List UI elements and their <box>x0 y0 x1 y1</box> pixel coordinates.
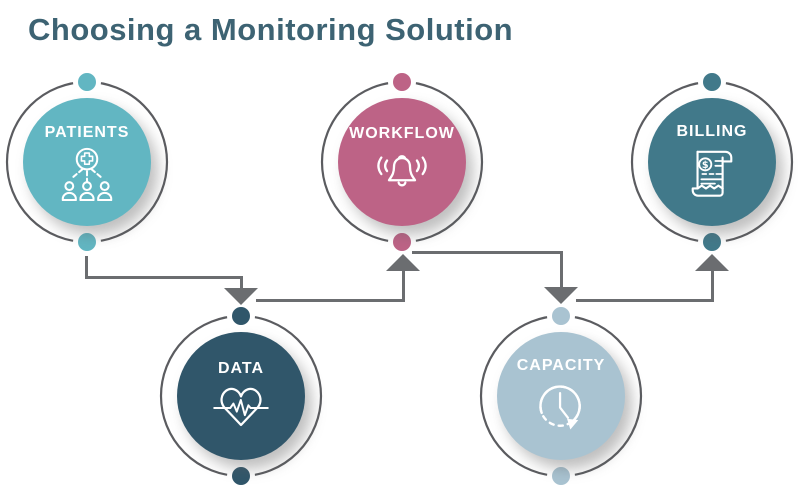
node-dot-top <box>73 68 101 96</box>
node-capacity: CAPACITY <box>479 302 643 490</box>
workflow-bubble: WORKFLOW <box>338 98 466 226</box>
node-dot-bottom <box>698 228 726 256</box>
node-dot-bottom <box>547 462 575 490</box>
patients-bubble: PATIENTS <box>23 98 151 226</box>
connector-data-workflow-horizontal <box>256 299 405 302</box>
invoice-receipt-icon: $ <box>691 150 733 197</box>
node-dot-top <box>698 68 726 96</box>
node-data: DATA <box>159 302 323 490</box>
arrowhead-into-capacity <box>544 287 578 304</box>
clock-history-icon <box>539 384 581 429</box>
node-dot-bottom <box>388 228 416 256</box>
node-label: DATA <box>217 359 265 377</box>
node-label: WORKFLOW <box>349 124 455 142</box>
node-workflow: WORKFLOW <box>320 68 484 256</box>
connector-patients-data-horizontal <box>85 276 242 279</box>
connector-patients-data-stub <box>240 276 243 289</box>
connector-capacity-billing-horizontal <box>576 299 713 302</box>
billing-bubble: BILLING $ <box>648 98 776 226</box>
node-dot-bottom <box>227 462 255 490</box>
arrowhead-into-billing <box>695 254 729 271</box>
svg-text:$: $ <box>702 159 709 170</box>
node-billing: BILLING $ <box>630 68 794 256</box>
arrowhead-into-data <box>224 288 258 305</box>
data-bubble: DATA <box>177 332 305 460</box>
connector-workflow-capacity-vertical <box>560 251 563 288</box>
patients-network-icon <box>61 147 113 201</box>
node-dot-top <box>388 68 416 96</box>
capacity-bubble: CAPACITY <box>497 332 625 460</box>
node-dot-top <box>227 302 255 330</box>
page-title: Choosing a Monitoring Solution <box>28 12 514 47</box>
connector-patients-data-vertical <box>85 256 88 278</box>
arrowhead-into-workflow <box>386 254 420 271</box>
heart-pulse-icon <box>213 387 269 426</box>
connector-workflow-capacity-horizontal <box>412 251 563 254</box>
node-patients: PATIENTS <box>5 68 169 256</box>
notification-bell-icon <box>377 154 427 186</box>
node-label: BILLING <box>676 122 748 140</box>
node-label: PATIENTS <box>44 123 130 141</box>
connector-data-workflow-vertical <box>402 268 405 302</box>
node-dot-bottom <box>73 228 101 256</box>
node-label: CAPACITY <box>516 356 606 374</box>
connector-capacity-billing-vertical <box>711 268 714 302</box>
node-dot-top <box>547 302 575 330</box>
